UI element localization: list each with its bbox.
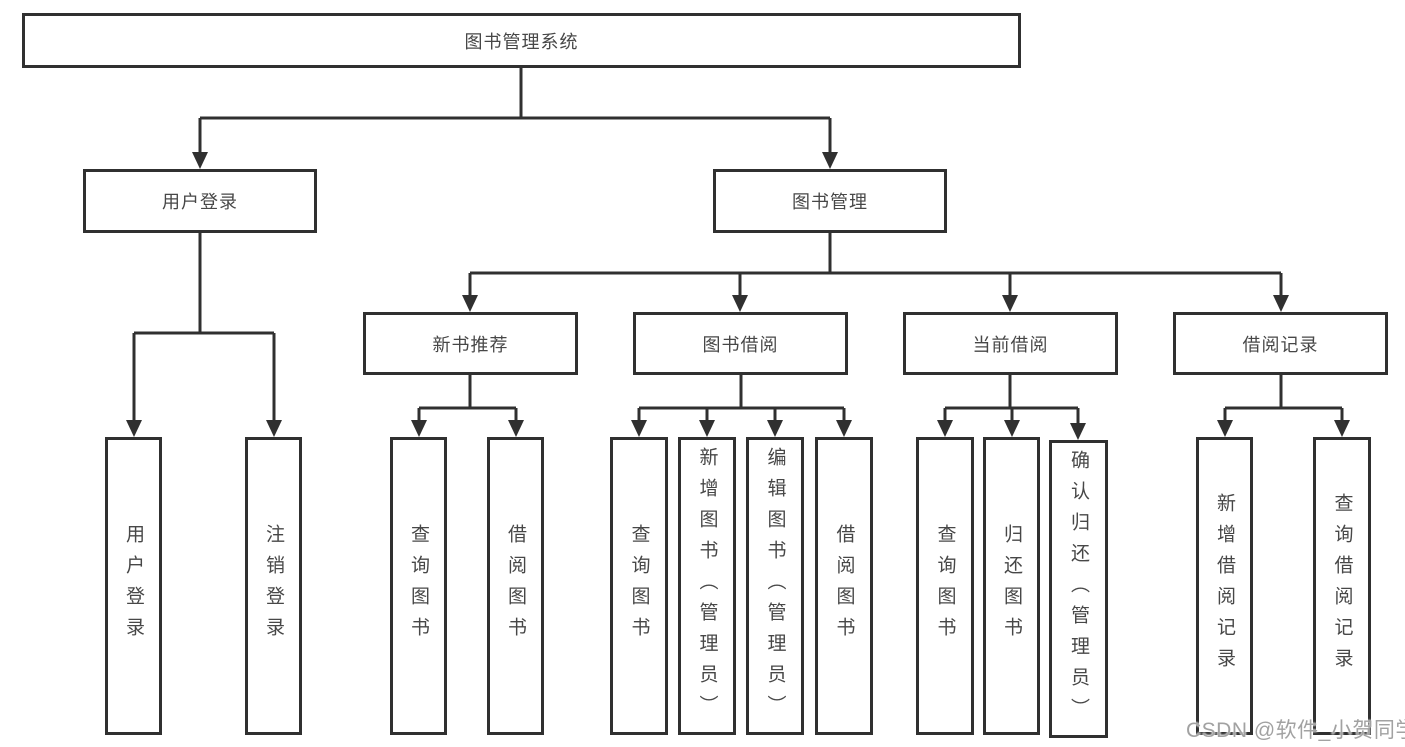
node-user-login-label: 用户登录 <box>162 192 238 212</box>
node-borrow-records: 借阅记录 <box>1173 312 1388 375</box>
node-book-management: 图书管理 <box>713 169 947 233</box>
node-borrow-records-label: 借阅记录 <box>1242 334 1319 355</box>
leaf-query-borrow-record-label: 查询借阅记录 <box>1331 493 1353 679</box>
node-new-book-recommend: 新书推荐 <box>363 312 578 375</box>
leaf-query-borrow-record: 查询借阅记录 <box>1313 437 1371 735</box>
leaf-confirm-return-admin: 确认归还（管理员） <box>1049 440 1108 738</box>
node-current-borrowing: 当前借阅 <box>903 312 1118 375</box>
leaf-query-books-recommend-label: 查询图书 <box>408 524 429 648</box>
leaf-user-login-label: 用户登录 <box>123 524 144 648</box>
node-book-borrowing: 图书借阅 <box>633 312 848 375</box>
leaf-edit-book-admin-label: 编辑图书（管理员） <box>764 446 786 726</box>
leaf-edit-book-admin: 编辑图书（管理员） <box>746 437 804 735</box>
node-library-system-label: 图书管理系统 <box>464 31 579 52</box>
leaf-user-login: 用户登录 <box>105 437 162 735</box>
leaf-query-books-recommend: 查询图书 <box>390 437 447 735</box>
node-current-borrowing-label: 当前借阅 <box>972 334 1049 355</box>
leaf-add-book-admin: 新增图书（管理员） <box>678 437 736 735</box>
leaf-add-book-admin-label: 新增图书（管理员） <box>696 446 718 726</box>
leaf-query-books-current-label: 查询图书 <box>934 524 956 648</box>
node-library-system: 图书管理系统 <box>22 13 1021 68</box>
leaf-borrow-books-recommend-label: 借阅图书 <box>505 524 526 648</box>
node-book-management-label: 图书管理 <box>792 192 868 212</box>
arrowheads <box>126 152 1350 440</box>
node-new-book-recommend-label: 新书推荐 <box>432 334 509 355</box>
leaf-logout: 注销登录 <box>245 437 302 735</box>
leaf-add-borrow-record: 新增借阅记录 <box>1196 437 1253 735</box>
leaf-add-borrow-record-label: 新增借阅记录 <box>1214 493 1235 679</box>
leaf-query-books-borrow: 查询图书 <box>610 437 668 735</box>
node-book-borrowing-label: 图书借阅 <box>702 334 779 355</box>
node-user-login: 用户登录 <box>83 169 317 233</box>
leaf-borrow-books-borrow: 借阅图书 <box>815 437 873 735</box>
leaf-return-books-label: 归还图书 <box>1001 524 1022 648</box>
leaf-borrow-books-borrow-label: 借阅图书 <box>833 524 855 648</box>
leaf-query-books-borrow-label: 查询图书 <box>628 524 650 648</box>
csdn-watermark: CSDN @软件_小贺同学 <box>1186 719 1405 742</box>
leaf-confirm-return-admin-label: 确认归还（管理员） <box>1068 449 1089 729</box>
leaf-borrow-books-recommend: 借阅图书 <box>487 437 544 735</box>
leaf-query-books-current: 查询图书 <box>916 437 974 735</box>
leaf-return-books: 归还图书 <box>983 437 1040 735</box>
leaf-logout-label: 注销登录 <box>263 524 284 648</box>
